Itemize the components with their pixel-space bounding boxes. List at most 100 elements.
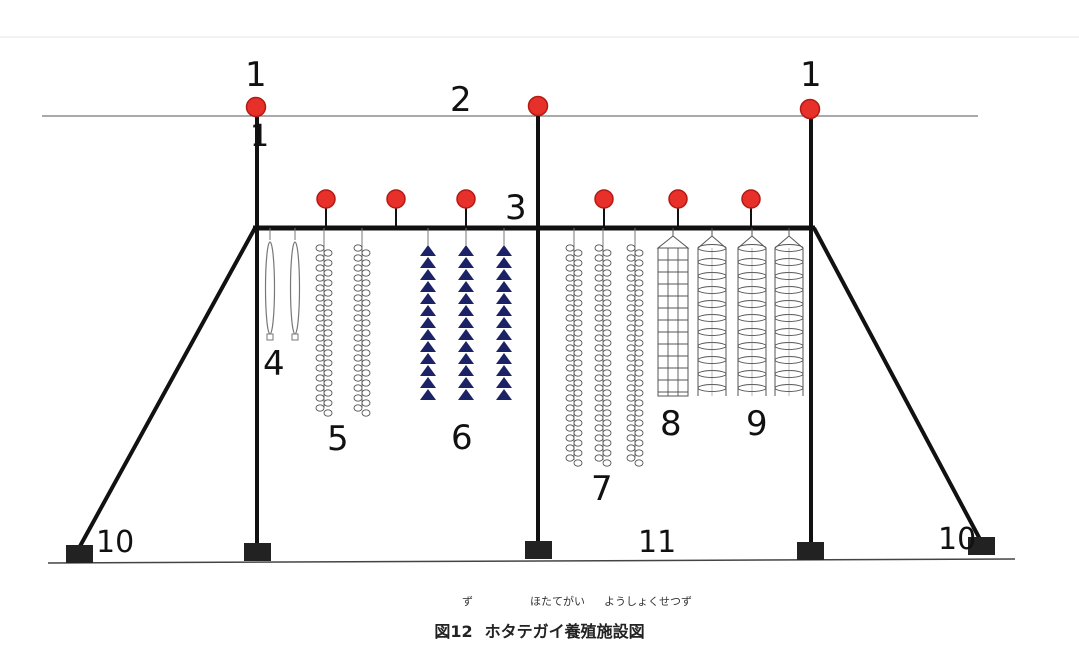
scallop-string (573, 399, 583, 407)
scallop-string (361, 279, 371, 287)
scallop-string (634, 359, 644, 367)
pearl-net (458, 281, 474, 292)
scallop-string (602, 419, 612, 427)
scallop-string (323, 329, 333, 337)
scallop-string (626, 334, 636, 342)
label-seabed: 11 (638, 525, 676, 560)
scallop-string (323, 399, 333, 407)
float-ball (799, 98, 821, 120)
label-hanging-rope: 3 (505, 188, 527, 228)
pearl-net (496, 353, 512, 364)
label-type-8: 8 (660, 404, 682, 444)
scallop-string (353, 324, 363, 332)
scallop-string (573, 349, 583, 357)
scallop-string (626, 384, 636, 392)
scallop-string (361, 339, 371, 347)
scallop-string (626, 354, 636, 362)
scallop-string (361, 259, 371, 267)
scallop-string (602, 399, 612, 407)
scallop-string (361, 319, 371, 327)
surface-floats (245, 95, 821, 120)
pearl-net (458, 305, 474, 316)
scallop-string (626, 304, 636, 312)
scallop-string (602, 289, 612, 297)
scallop-string (594, 244, 604, 252)
float-ball (594, 189, 614, 209)
scallop-string (594, 314, 604, 322)
scallop-string (634, 259, 644, 267)
scallop-string (573, 379, 583, 387)
scallop-string (594, 304, 604, 312)
scallop-string (573, 289, 583, 297)
scallop-string (594, 394, 604, 402)
scallop-string (634, 419, 644, 427)
scallop-string (634, 349, 644, 357)
scallop-string (594, 334, 604, 342)
label-anchor-right: 10 (938, 522, 976, 557)
scallop-string (315, 304, 325, 312)
scallop-string (594, 434, 604, 442)
scallop-string (626, 454, 636, 462)
label-float-left: 1 (245, 55, 267, 95)
scallop-string (594, 254, 604, 262)
scallop-string (594, 324, 604, 332)
scallop-string (602, 279, 612, 287)
scallop-string (353, 274, 363, 282)
scallop-string (573, 439, 583, 447)
scallop-string (594, 344, 604, 352)
pearl-net (420, 269, 436, 280)
label-type-7: 7 (591, 469, 613, 509)
pearl-net (496, 281, 512, 292)
scallop-string (361, 269, 371, 277)
scallop-string (602, 249, 612, 257)
scallop-string (315, 404, 325, 412)
scallop-string (594, 274, 604, 282)
float-ball (456, 189, 476, 209)
scallop-string (353, 334, 363, 342)
caption-ruby-youshokushisetsu: ようしょくせつず (604, 595, 692, 608)
scallop-string (626, 314, 636, 322)
scallop-string (634, 449, 644, 457)
pearl-net (496, 293, 512, 304)
lantern-net (774, 235, 804, 249)
scallop-string (315, 344, 325, 352)
scallop-string (323, 259, 333, 267)
scallop-string (353, 404, 363, 412)
scallop-string (361, 409, 371, 417)
scallop-string (626, 404, 636, 412)
scallop-string (315, 364, 325, 372)
pearl-net (458, 257, 474, 268)
scallop-string (315, 324, 325, 332)
scallop-string (634, 299, 644, 307)
scallop-string (573, 359, 583, 367)
culture-gear (264, 228, 804, 467)
scallop-string (594, 384, 604, 392)
scallop-string (634, 279, 644, 287)
scallop-string (573, 329, 583, 337)
scallop-string (626, 324, 636, 332)
scallop-string (573, 339, 583, 347)
float-ball (316, 189, 336, 209)
scallop-string (361, 329, 371, 337)
scallop-string (573, 429, 583, 437)
pearl-net (420, 305, 436, 316)
scallop-string (602, 429, 612, 437)
pearl-net (496, 257, 512, 268)
scallop-string (634, 379, 644, 387)
scallop-string (594, 284, 604, 292)
left-anchor-rope (77, 227, 257, 549)
scallop-string (634, 389, 644, 397)
scallop-string (353, 394, 363, 402)
pearl-net (458, 293, 474, 304)
pearl-net (496, 329, 512, 340)
scallop-string (602, 459, 612, 467)
scallop-string (634, 249, 644, 257)
scallop-string (626, 244, 636, 252)
scallop-string (565, 384, 575, 392)
label-float-right: 1 (800, 55, 822, 95)
scallop-string (634, 319, 644, 327)
anchor-block (968, 537, 995, 555)
box-net (657, 247, 689, 397)
